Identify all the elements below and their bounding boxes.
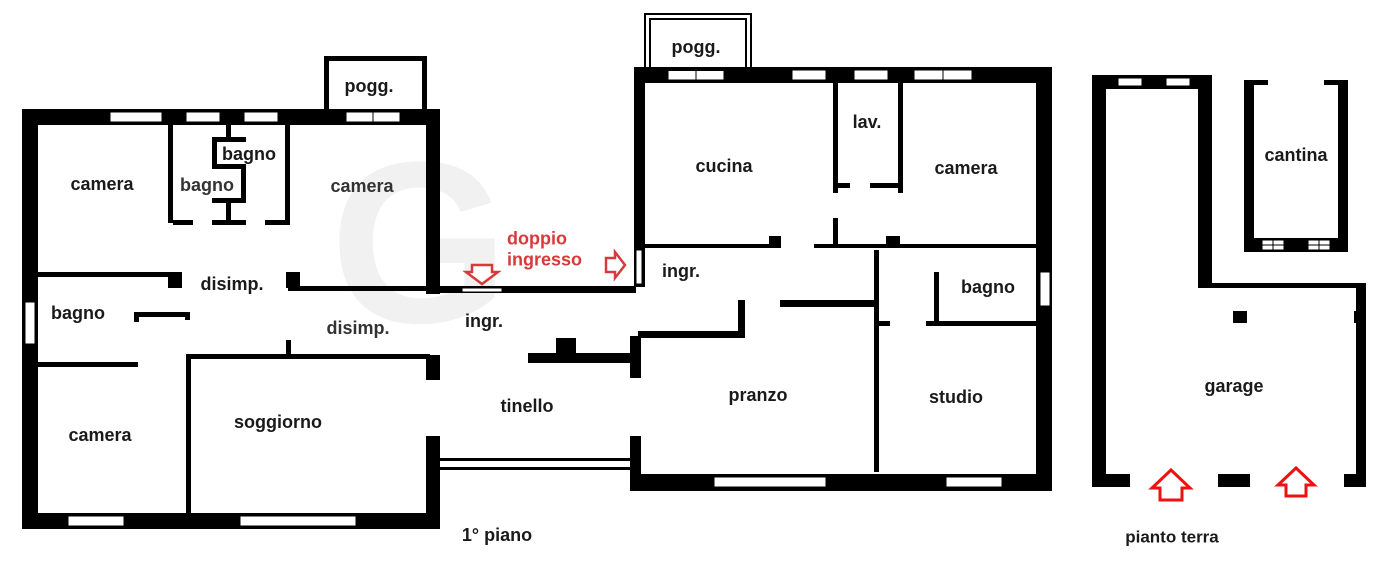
right-unit-interior	[638, 83, 1038, 472]
label-tinello: tinello	[500, 396, 554, 416]
label-studio: studio	[929, 387, 983, 407]
garage-arrows	[1148, 465, 1318, 502]
label-ingresso: ingresso	[507, 249, 583, 269]
label-lav: lav.	[852, 112, 882, 132]
label-disimp-1: disimp.	[200, 274, 264, 294]
label-doppio-ingresso: doppio ingresso	[507, 228, 582, 269]
connector-window	[461, 287, 503, 293]
right-balcony	[644, 13, 752, 71]
label-camera-bottom-left: camera	[68, 425, 132, 445]
left-unit-windows	[24, 111, 401, 527]
label-cantina: cantina	[1264, 145, 1328, 165]
label-bagno-mid: bagno	[180, 175, 234, 195]
connector-walls	[426, 286, 638, 470]
label-doppio: doppio	[507, 228, 567, 249]
entrance-arrows	[462, 248, 627, 286]
right-unit-windows	[635, 69, 1051, 488]
cantina-windows	[1261, 239, 1331, 251]
label-bagno-left: bagno	[51, 303, 105, 323]
cantina-walls	[1244, 80, 1348, 252]
label-bagno-right: bagno	[961, 277, 1015, 297]
label-garage: garage	[1204, 376, 1264, 396]
label-pogg-right: pogg.	[671, 37, 721, 57]
garage-windows	[1117, 77, 1191, 87]
garage-walls	[1092, 75, 1366, 487]
label-pranzo: pranzo	[728, 385, 788, 405]
label-floor-terra: pianto terra	[1125, 527, 1219, 547]
label-floor-primo: 1° piano	[461, 525, 533, 545]
label-ingr-1: ingr.	[464, 311, 504, 331]
label-ingr-2: ingr.	[661, 261, 701, 281]
left-balcony	[324, 56, 427, 111]
label-cucina: cucina	[695, 156, 753, 176]
label-camera-top-mid: camera	[330, 176, 394, 196]
label-camera-right: camera	[934, 158, 998, 178]
label-soggiorno: soggiorno	[234, 412, 322, 432]
label-disimp-2: disimp.	[326, 318, 390, 338]
label-camera-top-left: camera	[70, 174, 134, 194]
cantina-gap	[1268, 80, 1324, 85]
label-pogg-left: pogg.	[344, 76, 394, 96]
label-bagno-top: bagno	[222, 144, 276, 164]
left-unit-interior	[38, 125, 430, 514]
